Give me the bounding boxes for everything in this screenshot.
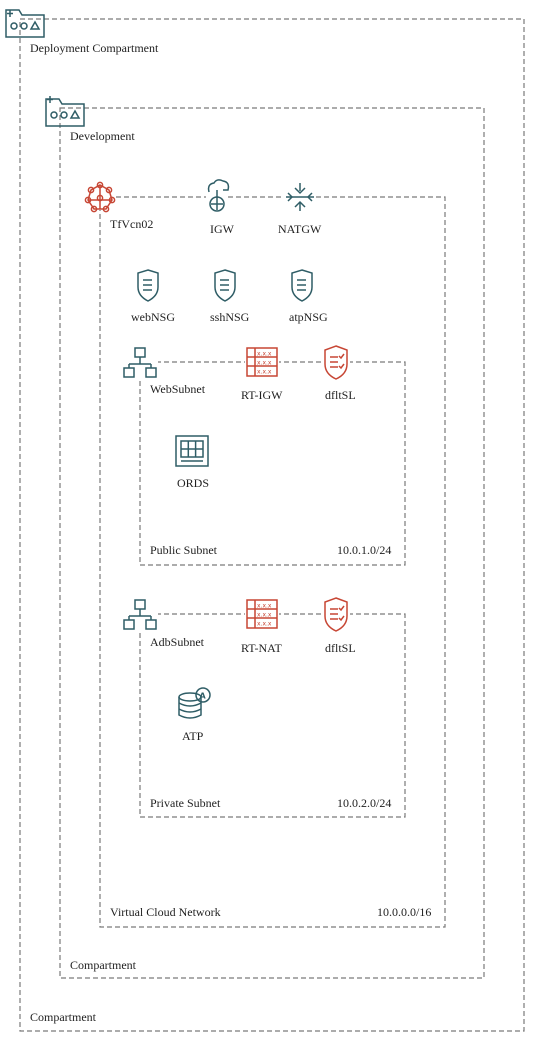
internet-gateway-icon xyxy=(206,179,230,214)
shield-icon xyxy=(291,269,313,302)
private-subnet-footer: Private Subnet xyxy=(150,796,221,810)
vcn-icon xyxy=(84,181,116,213)
private-security-list-label: dfltSL xyxy=(325,641,356,655)
shield-icon xyxy=(137,269,159,302)
route-table-icon: x.x.x x.x.x x.x.x xyxy=(245,346,279,378)
igw-label: IGW xyxy=(210,222,235,236)
natgw-label: NATGW xyxy=(278,222,322,236)
outer-compartment-box xyxy=(19,18,525,1032)
compartment-icon xyxy=(45,96,85,127)
public-subnet-cidr: 10.0.1.0/24 xyxy=(337,543,391,557)
public-subnet-name: WebSubnet xyxy=(150,382,206,396)
nsg-label-atp: atpNSG xyxy=(289,310,328,324)
svg-text:x.x.x: x.x.x xyxy=(257,351,272,358)
security-list-icon xyxy=(322,344,350,380)
inner-compartment-footer: Compartment xyxy=(70,958,137,972)
vcn-cidr: 10.0.0.0/16 xyxy=(377,905,431,919)
private-subnet-cidr: 10.0.2.0/24 xyxy=(337,796,391,810)
public-resource-label: ORDS xyxy=(177,476,209,490)
ords-icon xyxy=(175,435,209,467)
inner-compartment-box xyxy=(59,107,485,979)
svg-text:x.x.x: x.x.x xyxy=(257,369,272,376)
nsg-label-ssh: sshNSG xyxy=(210,310,250,324)
public-route-table-label: RT-IGW xyxy=(241,388,283,402)
vcn-name: TfVcn02 xyxy=(110,217,153,231)
nsg-label-web: webNSG xyxy=(131,310,175,324)
outer-compartment-title: Deployment Compartment xyxy=(30,41,159,55)
nat-gateway-icon xyxy=(284,182,316,214)
subnet-icon xyxy=(122,346,158,380)
route-table-icon: x.x.x x.x.x x.x.x xyxy=(245,598,279,630)
svg-text:x.x.x: x.x.x xyxy=(257,621,272,628)
svg-text:x.x.x: x.x.x xyxy=(257,612,272,619)
vcn-box xyxy=(99,196,446,928)
inner-compartment-title: Development xyxy=(70,129,135,143)
compartment-icon xyxy=(5,9,45,38)
public-subnet-footer: Public Subnet xyxy=(150,543,218,557)
shield-icon xyxy=(214,269,236,302)
private-resource-label: ATP xyxy=(182,729,204,743)
subnet-icon xyxy=(122,598,158,632)
svg-text:x.x.x: x.x.x xyxy=(257,360,272,367)
outer-compartment-footer: Compartment xyxy=(30,1010,97,1024)
public-security-list-label: dfltSL xyxy=(325,388,356,402)
private-route-table-label: RT-NAT xyxy=(241,641,283,655)
autonomous-database-icon: A xyxy=(178,687,211,719)
svg-text:A: A xyxy=(200,692,207,701)
private-subnet-name: AdbSubnet xyxy=(150,635,205,649)
security-list-icon xyxy=(322,596,350,632)
svg-text:x.x.x: x.x.x xyxy=(257,603,272,610)
vcn-footer: Virtual Cloud Network xyxy=(110,905,221,919)
